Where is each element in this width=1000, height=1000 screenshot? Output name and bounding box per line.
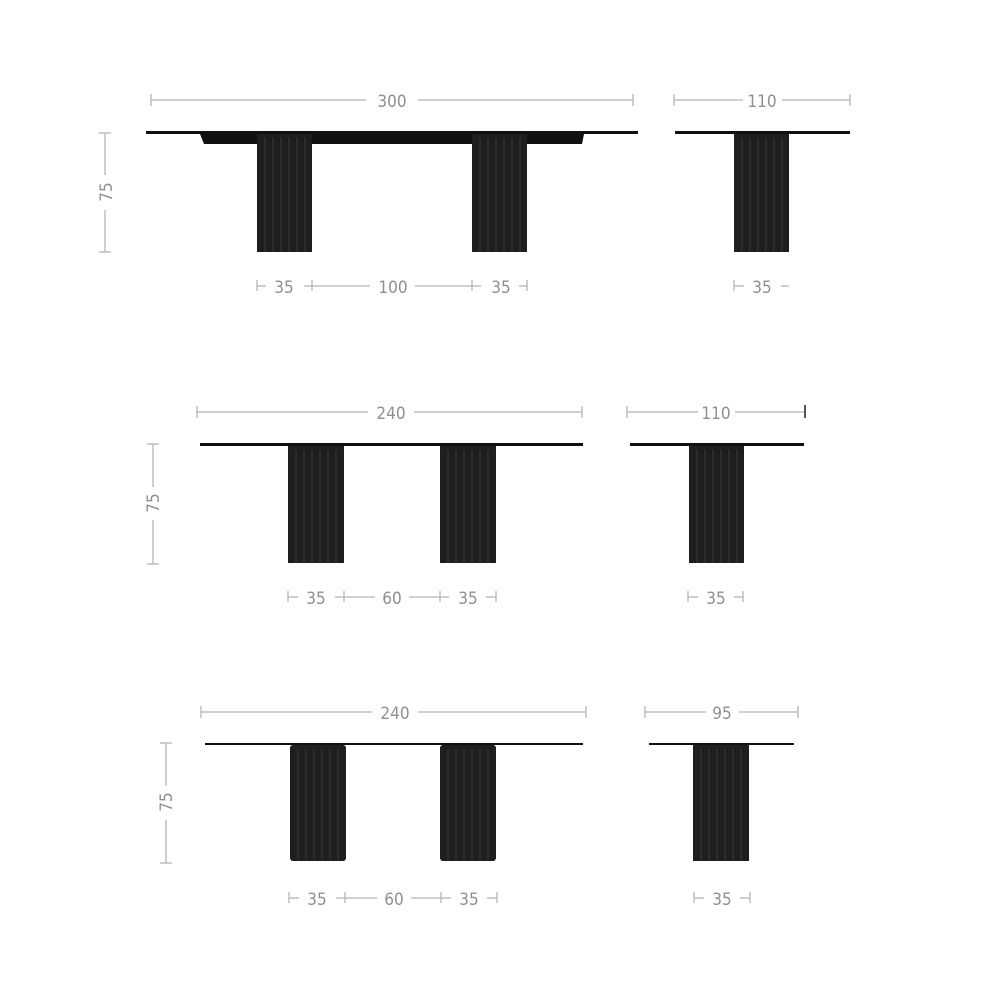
length-label: 240 [380, 704, 409, 724]
tabletop [146, 131, 638, 134]
row-2-front-view: 240 75 35 60 35 [144, 404, 583, 609]
leg-left [290, 745, 346, 861]
height-label: 75 [157, 792, 177, 811]
leg-label: 35 [712, 890, 731, 910]
row-1-side-view: 110 35 [673, 92, 851, 298]
leg-right [472, 134, 527, 252]
leg [693, 745, 749, 861]
leg-label: 35 [706, 589, 725, 609]
tabletop [205, 743, 583, 745]
tabletop [200, 443, 583, 446]
width-label: 110 [701, 404, 730, 424]
leg-left-label: 35 [306, 589, 325, 609]
row-3-side-view: 95 35 [644, 704, 799, 910]
leg [734, 134, 789, 252]
leg-left [257, 134, 312, 252]
row-2-side-view: 110 35 [626, 404, 806, 609]
leg-right-label: 35 [458, 589, 477, 609]
leg-left-label: 35 [307, 890, 326, 910]
width-label: 110 [747, 92, 776, 112]
leg-left-label: 35 [274, 278, 293, 298]
tabletop [649, 743, 794, 745]
leg-right-label: 35 [459, 890, 478, 910]
tabletop [630, 443, 804, 446]
leg [689, 446, 744, 563]
length-label: 240 [376, 404, 405, 424]
gap-label: 60 [384, 890, 403, 910]
leg-left [288, 446, 344, 563]
height-label: 75 [144, 493, 164, 512]
row-1-front-view: 300 75 35 100 35 [97, 92, 638, 298]
leg-right [440, 745, 496, 861]
length-label: 300 [377, 92, 406, 112]
gap-label: 100 [378, 278, 407, 298]
gap-label: 60 [382, 589, 401, 609]
leg-right-label: 35 [491, 278, 510, 298]
tabletop [675, 131, 850, 134]
row-3-front-view: 240 75 35 60 35 [157, 704, 587, 910]
leg-label: 35 [752, 278, 771, 298]
leg-right [440, 446, 496, 563]
height-label: 75 [97, 182, 117, 201]
width-label: 95 [712, 704, 731, 724]
